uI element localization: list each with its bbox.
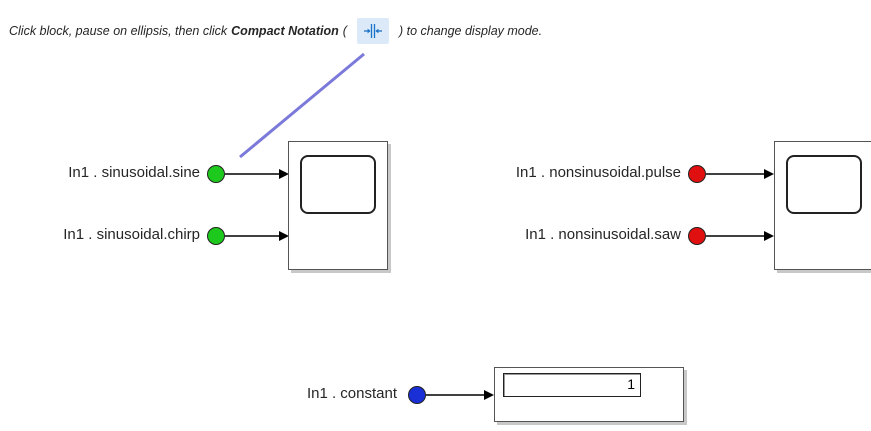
wire-sine-arrowhead xyxy=(279,169,289,179)
inport-saw[interactable] xyxy=(688,227,706,245)
inport-label-sine: In1 . sinusoidal.sine xyxy=(68,164,200,181)
scope-block-1[interactable] xyxy=(288,141,388,270)
wire-saw-arrowhead xyxy=(764,231,774,241)
wire-chirp-arrowhead xyxy=(279,231,289,241)
inport-chirp[interactable] xyxy=(207,227,225,245)
inport-label-saw: In1 . nonsinusoidal.saw xyxy=(525,226,681,243)
inport-sine[interactable] xyxy=(207,165,225,183)
inport-label-constant: In1 . constant xyxy=(306,385,397,402)
compact-notation-icon xyxy=(363,24,382,38)
instruction-prefix: Click block, pause on ellipsis, then cli… xyxy=(9,24,228,38)
compact-notation-button[interactable] xyxy=(356,18,389,44)
instruction-paren-open: ( xyxy=(342,24,347,38)
inport-label-pulse: In1 . nonsinusoidal.pulse xyxy=(515,164,681,181)
instruction-text: Click block, pause on ellipsis, then cli… xyxy=(9,18,542,44)
scope-screen xyxy=(786,155,862,214)
instruction-command: Compact Notation xyxy=(231,24,339,38)
inport-constant[interactable] xyxy=(408,386,426,404)
inport-pulse[interactable] xyxy=(688,165,706,183)
display-block[interactable]: 1 xyxy=(494,367,684,422)
wire-pulse-arrowhead xyxy=(764,169,774,179)
inport-label-chirp: In1 . sinusoidal.chirp xyxy=(63,226,200,243)
wire-constant-arrowhead xyxy=(484,390,494,400)
scope-block-2[interactable] xyxy=(774,141,871,270)
instruction-suffix: ) to change display mode. xyxy=(398,24,543,38)
display-value: 1 xyxy=(503,373,641,397)
scope-screen xyxy=(300,155,376,214)
